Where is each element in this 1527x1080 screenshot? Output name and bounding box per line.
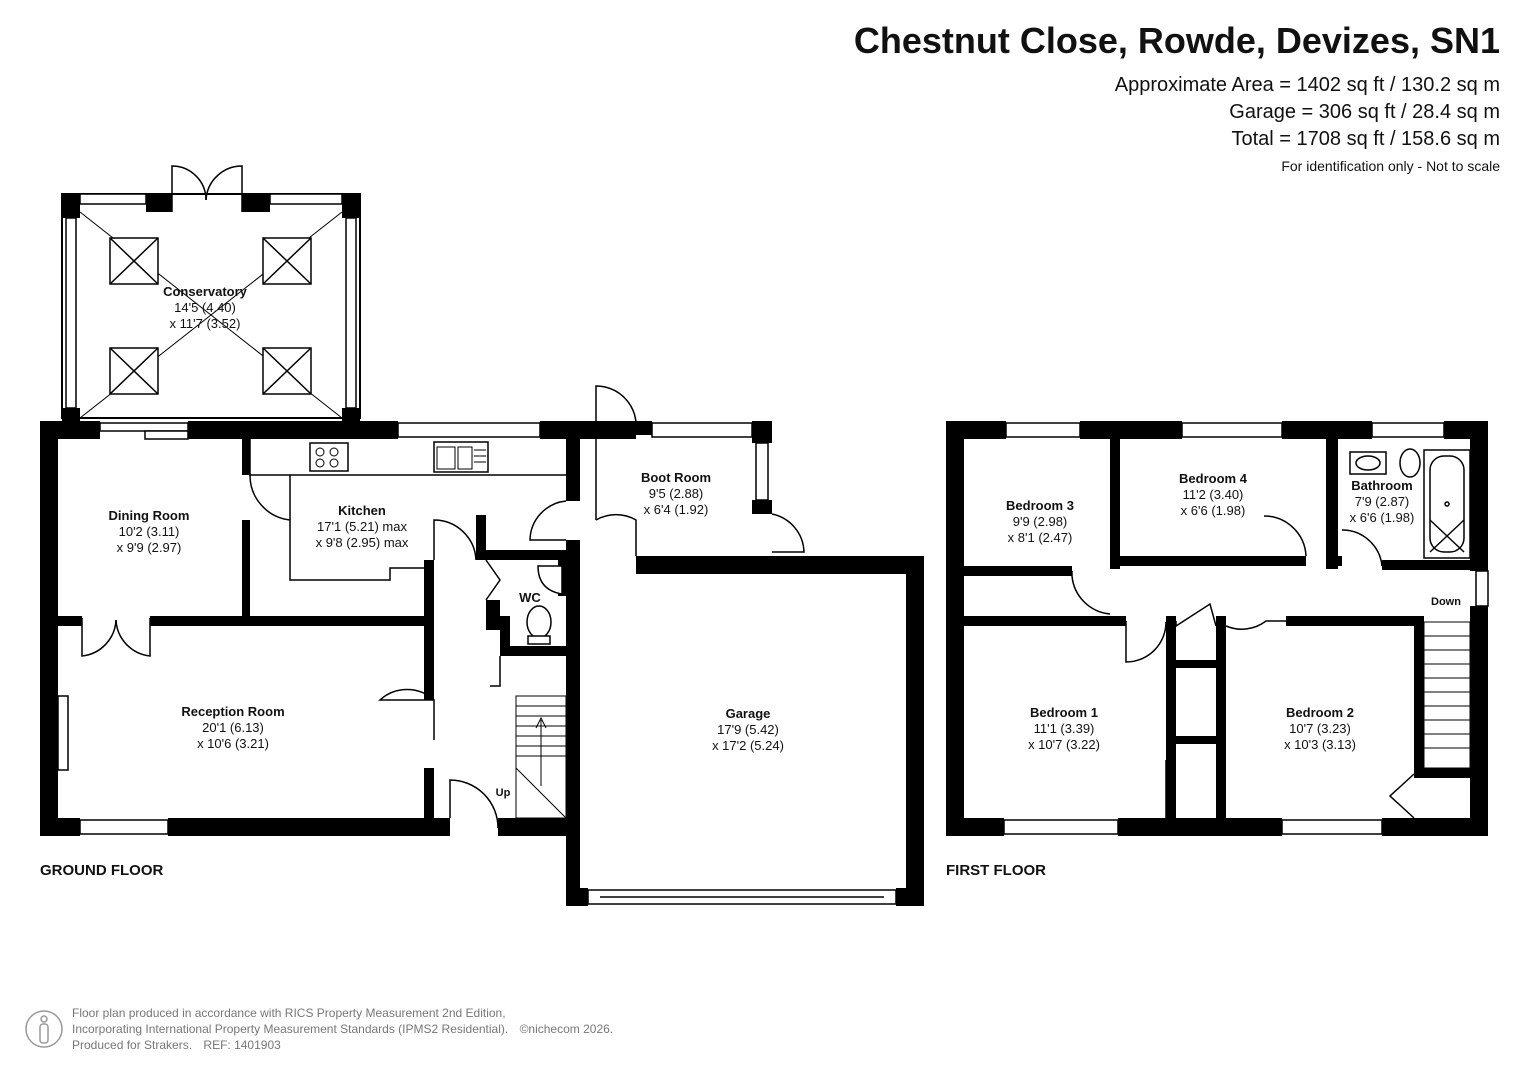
- garage-dim1: 17'9 (5.42): [717, 722, 779, 737]
- bathroom-dim2: x 6'6 (1.98): [1350, 510, 1415, 525]
- bedroom4-name: Bedroom 4: [1179, 471, 1248, 486]
- dining-dim1: 10'2 (3.11): [119, 524, 180, 539]
- stairs-down-label: Down: [1431, 596, 1461, 608]
- wc-name: WC: [519, 590, 541, 605]
- ground-floor: Conservatory 14'5 (4.40) x 11'7 (3.52) D…: [40, 165, 924, 906]
- ground-floor-doors: [81, 385, 805, 829]
- bedroom3-name: Bedroom 3: [1006, 498, 1074, 513]
- stairs-up-label: Up: [496, 787, 511, 799]
- scale-note: For identification only - Not to scale: [1281, 158, 1500, 174]
- kitchen-dim1: 17'1 (5.21) max: [317, 519, 407, 534]
- bedroom3-dim2: x 8'1 (2.47): [1008, 530, 1073, 545]
- ground-floor-windows: [57, 422, 897, 905]
- person-logo-icon: [25, 1010, 63, 1048]
- garage-name: Garage: [726, 706, 771, 721]
- footer: Floor plan produced in accordance with R…: [72, 1005, 613, 1053]
- first-floor-walls: [946, 421, 1488, 836]
- reception-dim2: x 10'6 (3.21): [197, 736, 269, 751]
- ground-floor-label: GROUND FLOOR: [40, 862, 163, 879]
- footer-produced-for: Produced for Strakers.: [72, 1038, 193, 1052]
- bedroom1-name: Bedroom 1: [1030, 705, 1098, 720]
- first-floor-windows: [1003, 422, 1489, 835]
- bedroom3-dim1: 9'9 (2.98): [1013, 514, 1068, 529]
- garage-area: Garage = 306 sq ft / 28.4 sq m: [1229, 101, 1500, 123]
- first-floor-stairs: [1423, 621, 1471, 769]
- total-area: Total = 1708 sq ft / 158.6 sq m: [1231, 128, 1501, 150]
- footer-copyright: ©nichecom 2026.: [519, 1022, 614, 1036]
- boot-room-name: Boot Room: [641, 470, 711, 485]
- dining-name: Dining Room: [109, 508, 190, 523]
- bedroom1-dim2: x 10'7 (3.22): [1028, 737, 1100, 752]
- first-floor: Bedroom 3 9'9 (2.98) x 8'1 (2.47) Bedroo…: [946, 421, 1489, 879]
- kitchen-worktop: [249, 439, 566, 581]
- bathroom-dim1: 7'9 (2.87): [1355, 494, 1410, 509]
- first-floor-doors: [1071, 515, 1415, 819]
- ground-stairs: [515, 695, 567, 819]
- kitchen-dim2: x 9'8 (2.95) max: [316, 535, 409, 550]
- reception-name: Reception Room: [181, 704, 284, 719]
- garage-dim2: x 17'2 (5.24): [712, 738, 784, 753]
- footer-line1: Floor plan produced in accordance with R…: [72, 1006, 506, 1020]
- bathroom-name: Bathroom: [1351, 478, 1412, 493]
- boot-room-dim2: x 6'4 (1.92): [644, 502, 709, 517]
- footer-line2: Incorporating International Property Mea…: [72, 1022, 509, 1036]
- footer-ref: REF: 1401903: [203, 1038, 281, 1052]
- footer-line2-row: Incorporating International Property Mea…: [72, 1021, 613, 1037]
- bedroom4-dim2: x 6'6 (1.98): [1181, 503, 1246, 518]
- bedroom1-dim1: 11'1 (3.39): [1034, 721, 1095, 736]
- bedroom4-dim1: 11'2 (3.40): [1183, 487, 1244, 502]
- conservatory-name: Conservatory: [163, 284, 248, 299]
- footer-line3-row: Produced for Strakers. REF: 1401903: [72, 1037, 613, 1053]
- conservatory-dim2: x 11'7 (3.52): [170, 316, 241, 331]
- ground-floor-walls: [40, 421, 924, 906]
- bedroom2-dim2: x 10'3 (3.13): [1284, 737, 1356, 752]
- bedroom2-dim1: 10'7 (3.23): [1289, 721, 1351, 736]
- bedroom2-name: Bedroom 2: [1286, 705, 1354, 720]
- conservatory-dim1: 14'5 (4.40): [174, 300, 236, 315]
- reception-dim1: 20'1 (6.13): [202, 720, 264, 735]
- wc-fixtures: [526, 565, 563, 645]
- boot-room-dim1: 9'5 (2.88): [649, 486, 704, 501]
- kitchen-name: Kitchen: [338, 503, 386, 518]
- first-floor-label: FIRST FLOOR: [946, 862, 1046, 879]
- conservatory-structure: [61, 165, 361, 422]
- dining-dim2: x 9'9 (2.97): [117, 540, 182, 555]
- approx-area: Approximate Area = 1402 sq ft / 130.2 sq…: [1114, 74, 1500, 96]
- bathroom-fixtures: [1349, 448, 1471, 559]
- page-title: Chestnut Close, Rowde, Devizes, SN1: [853, 20, 1500, 61]
